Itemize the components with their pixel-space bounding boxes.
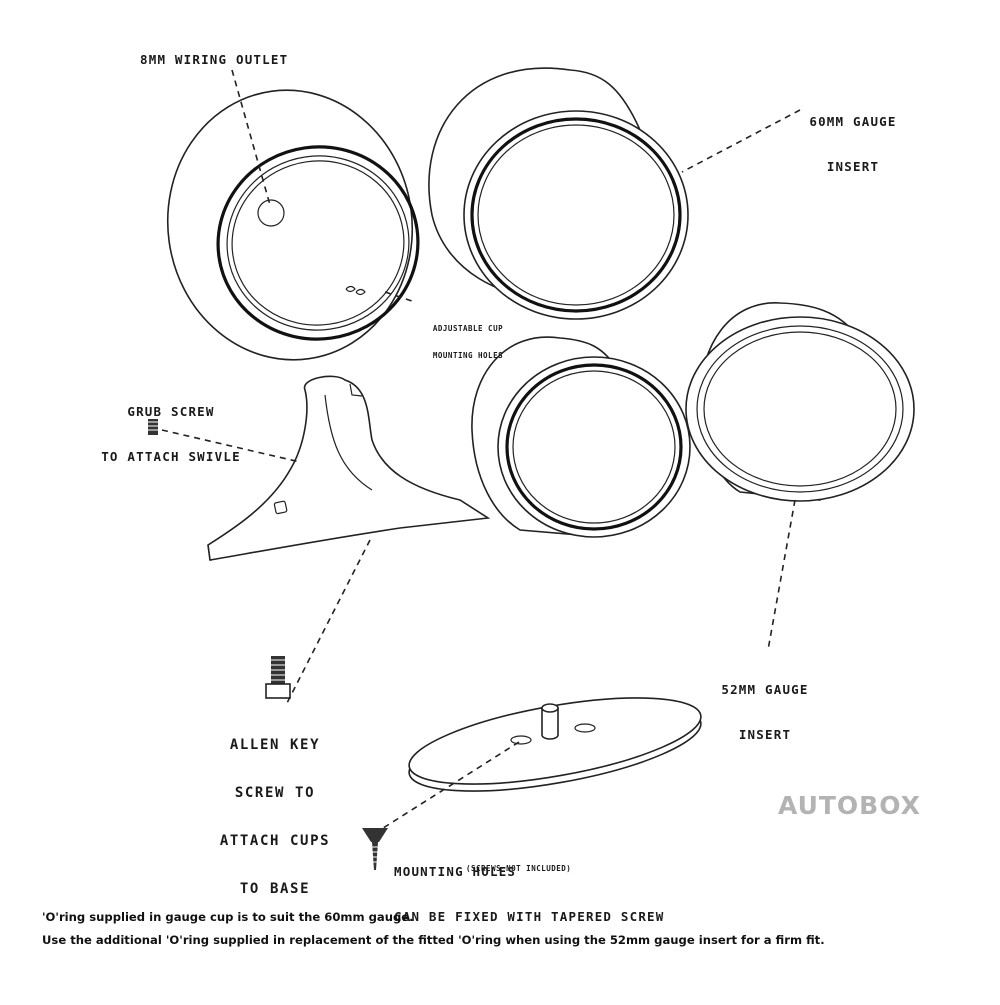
label-grub-screw: GRUB SCREW TO ATTACH SWIVLE xyxy=(66,374,276,479)
leader-wiring-outlet xyxy=(231,69,271,206)
label-60mm-insert: 60MM GAUGE INSERT xyxy=(778,84,928,189)
wiring-outlet-hole xyxy=(257,199,285,227)
note-line-2: Use the additional 'O'ring supplied in r… xyxy=(42,933,825,947)
gauge-cup xyxy=(166,89,420,361)
label-adjustable-holes-line2: MOUNTING HOLES xyxy=(432,351,504,360)
tapered-screw xyxy=(362,828,388,870)
gauge-insert-52mm-b xyxy=(685,302,915,502)
label-grub-screw-line2: TO ATTACH SWIVLE xyxy=(101,449,241,464)
swivel-stand xyxy=(207,375,491,561)
label-allen-screw-line4: TO BASE xyxy=(239,881,311,897)
label-adjustable-holes: ADJUSTABLE CUP MOUNTING HOLES xyxy=(398,306,538,369)
label-60mm-insert-line1: 60MM GAUGE xyxy=(809,114,897,129)
label-allen-screw-line1: ALLEN KEY xyxy=(229,737,321,753)
gauge-insert-60mm xyxy=(428,67,689,320)
label-mounting-holes-line2: CAN BE FIXED WITH TAPERED SCREW xyxy=(394,909,665,924)
adjustable-mounting-holes xyxy=(345,285,366,296)
note-line-1: 'O'ring supplied in gauge cup is to suit… xyxy=(42,910,414,924)
base-plate xyxy=(408,697,702,792)
gauge-insert-52mm-a xyxy=(471,336,691,538)
leader-adjustable-holes xyxy=(384,291,416,303)
leader-lines xyxy=(161,69,801,831)
label-allen-screw: ALLEN KEY SCREW TO ATTACH CUPS TO BASE xyxy=(200,705,350,913)
label-mounting-holes: MOUNTING HOLES CAN BE FIXED WITH TAPERED… xyxy=(394,834,665,939)
leader-mounting-holes xyxy=(379,741,520,831)
label-52mm-insert: 52MM GAUGE INSERT xyxy=(690,652,840,757)
brand-watermark: AUTOBOX xyxy=(778,791,921,820)
label-mounting-holes-note: (SCREWS NOT INCLUDED) xyxy=(466,864,572,873)
leader-grub-screw xyxy=(161,429,301,463)
label-grub-screw-line1: GRUB SCREW xyxy=(127,404,215,419)
grub-screw xyxy=(148,419,158,435)
allen-key-screw xyxy=(265,656,291,699)
label-allen-screw-line2: SCREW TO xyxy=(234,785,316,801)
label-mounting-holes-line1: MOUNTING HOLES xyxy=(394,864,517,879)
label-adjustable-holes-line1: ADJUSTABLE CUP xyxy=(432,324,504,333)
label-allen-screw-line3: ATTACH CUPS xyxy=(219,833,331,849)
label-52mm-insert-line2: INSERT xyxy=(738,727,792,742)
label-52mm-insert-line1: 52MM GAUGE xyxy=(721,682,809,697)
leader-52mm-insert xyxy=(767,499,796,651)
label-wiring-outlet: 8MM WIRING OUTLET xyxy=(140,52,289,67)
leader-60mm-insert xyxy=(681,109,801,173)
leader-allen-screw xyxy=(285,539,371,706)
label-60mm-insert-line2: INSERT xyxy=(826,159,880,174)
